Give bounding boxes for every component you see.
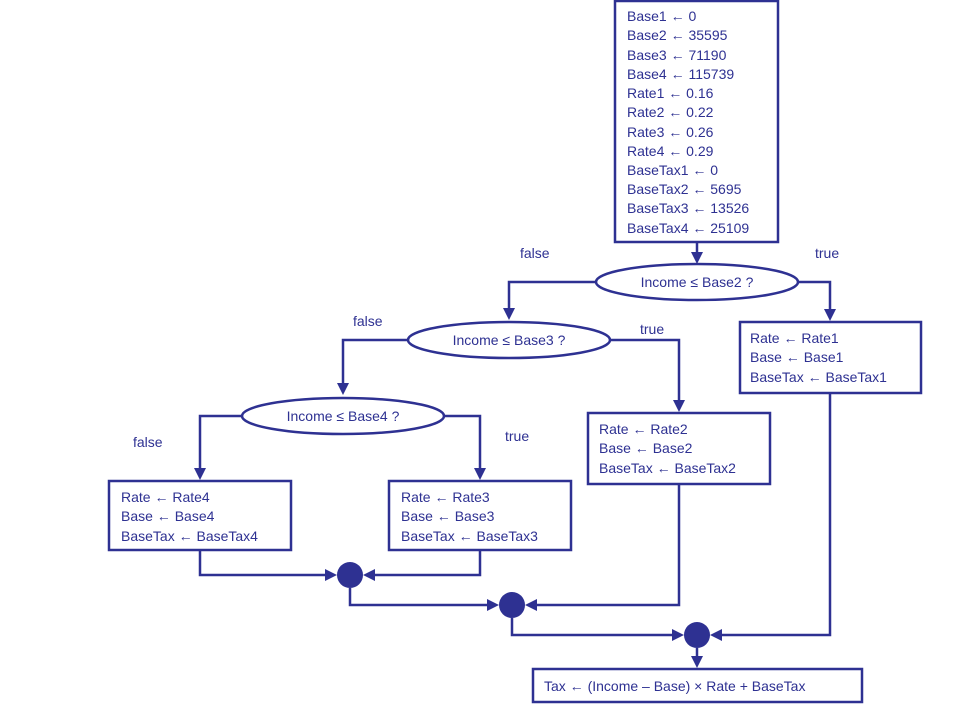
branch-label-true: true — [505, 428, 529, 444]
assign-rate2-frame — [586, 411, 772, 486]
arrowhead — [487, 599, 499, 611]
final-tax-formula: Tax ← (Income – Base) × Rate + BaseTax — [544, 678, 805, 694]
branch-label-true: true — [815, 245, 839, 261]
assign-line: Base ← Base3 — [401, 508, 495, 524]
connector-j1-j2 — [348, 588, 488, 607]
arrowhead — [672, 629, 684, 641]
arrowhead — [337, 383, 349, 395]
assign-rate1-box: Rate ← Rate1 Base ← Base1 BaseTax ← Base… — [738, 320, 923, 395]
connector-d2-false — [341, 338, 408, 384]
junction-3 — [684, 622, 710, 648]
branch-label-false: false — [520, 245, 550, 261]
decision-base2-shape — [594, 262, 800, 302]
assign-line: BaseTax ← BaseTax1 — [750, 369, 887, 385]
init-box-frame — [613, 0, 780, 244]
arrowhead — [824, 309, 836, 321]
decision-base3-shape — [406, 320, 612, 360]
init-line: BaseTax3 ← 13526 — [627, 200, 749, 216]
decision-base2-label: Income ≤ Base2 ? — [641, 274, 754, 290]
branch-label-false: false — [353, 313, 383, 329]
assign-line: Rate ← Rate4 — [121, 489, 210, 505]
assign-line: Rate ← Rate3 — [401, 489, 490, 505]
init-line: Rate3 ← 0.26 — [627, 124, 714, 140]
connector-a3-j1 — [374, 550, 482, 577]
arrowhead — [474, 468, 486, 480]
arrowhead — [691, 252, 703, 264]
assign-rate1-frame — [738, 320, 923, 395]
init-line: Base2 ← 35595 — [627, 27, 728, 43]
init-line: Base3 ← 71190 — [627, 47, 727, 63]
init-line: BaseTax2 ← 5695 — [627, 181, 742, 197]
connector-d3-false — [198, 414, 242, 469]
init-line: Base4 ← 115739 — [627, 66, 734, 82]
arrowhead — [503, 308, 515, 320]
final-tax-frame — [531, 667, 864, 704]
arrowhead — [194, 468, 206, 480]
assign-line: BaseTax ← BaseTax4 — [121, 528, 258, 544]
assign-line: Base ← Base2 — [599, 440, 693, 456]
junction-1 — [337, 562, 363, 588]
final-tax-box: Tax ← (Income – Base) × Rate + BaseTax — [531, 667, 864, 704]
init-line: Rate1 ← 0.16 — [627, 85, 714, 101]
connector-d3-true — [444, 414, 482, 469]
assign-line: BaseTax ← BaseTax2 — [599, 460, 736, 476]
decision-base3-label: Income ≤ Base3 ? — [453, 332, 566, 348]
connector-a4-j1 — [198, 550, 326, 577]
assign-line: BaseTax ← BaseTax3 — [401, 528, 538, 544]
init-line: BaseTax1 ← 0 — [627, 162, 718, 178]
decision-base4: Income ≤ Base4 ? — [240, 396, 446, 436]
assign-rate4-box: Rate ← Rate4 Base ← Base4 BaseTax ← Base… — [107, 479, 293, 552]
branch-label-false: false — [133, 434, 163, 450]
decision-base3: Income ≤ Base3 ? — [406, 320, 612, 360]
arrowhead — [710, 629, 722, 641]
arrowhead — [363, 569, 375, 581]
connector-a2-j2 — [536, 485, 681, 607]
connector-d2-true — [610, 338, 681, 401]
assign-line: Rate ← Rate2 — [599, 421, 688, 437]
assign-rate2-box: Rate ← Rate2 Base ← Base2 BaseTax ← Base… — [586, 411, 772, 486]
arrowhead — [325, 569, 337, 581]
assign-rate3-frame — [387, 479, 573, 552]
init-line: BaseTax4 ← 25109 — [627, 220, 749, 236]
connector-j2-j3 — [510, 618, 673, 637]
assign-line: Base ← Base1 — [750, 349, 844, 365]
init-line: Rate4 ← 0.29 — [627, 143, 714, 159]
assign-line: Rate ← Rate1 — [750, 330, 839, 346]
branch-label-true: true — [640, 321, 664, 337]
connectors — [194, 242, 836, 668]
connector-d1-false — [507, 280, 597, 309]
arrowhead — [673, 400, 685, 412]
decision-base4-shape — [240, 396, 446, 436]
connector-d1-true — [797, 280, 832, 310]
init-line: Rate2 ← 0.22 — [627, 104, 714, 120]
decision-base2: Income ≤ Base2 ? — [594, 262, 800, 302]
assign-rate4-frame — [107, 479, 293, 552]
assign-line: Base ← Base4 — [121, 508, 215, 524]
arrowhead — [525, 599, 537, 611]
assign-rate3-box: Rate ← Rate3 Base ← Base3 BaseTax ← Base… — [387, 479, 573, 552]
connector-a1-j3 — [721, 393, 832, 637]
init-box: Base1 ← 0 Base2 ← 35595 Base3 ← 71190 Ba… — [613, 0, 780, 244]
arrowhead — [691, 656, 703, 668]
decision-base4-label: Income ≤ Base4 ? — [287, 408, 400, 424]
init-line: Base1 ← 0 — [627, 8, 696, 24]
junction-2 — [499, 592, 525, 618]
